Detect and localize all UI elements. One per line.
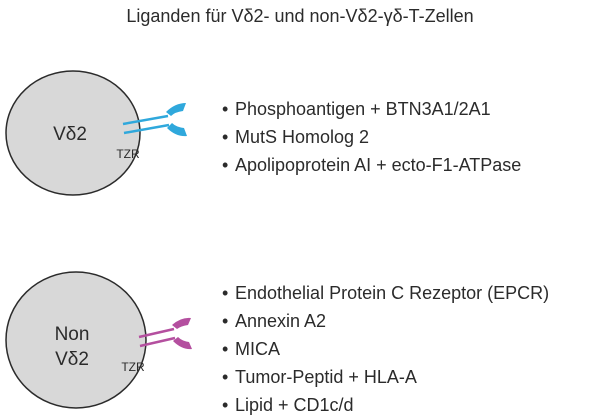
list-item: •MICA xyxy=(222,339,280,359)
vd2-cell-body xyxy=(5,70,141,196)
ligand-label: Phosphoantigen + BTN3A1/2A1 xyxy=(235,99,491,119)
list-item: •MutS Homolog 2 xyxy=(222,127,370,147)
nonvd2-receptor-icon xyxy=(138,317,192,350)
ligand-label: Apolipoprotein AI + ecto-F1-ATPase xyxy=(235,155,522,175)
vd2-receptor-label: TZR xyxy=(116,147,140,161)
nonvd2-receptor-label: TZR xyxy=(121,360,145,374)
list-item: •Endothelial Protein C Rezeptor (EPCR) xyxy=(222,283,550,303)
nonvd2-cell-label-line2: Vδ2 xyxy=(55,349,89,370)
ligand-label: MutS Homolog 2 xyxy=(235,127,370,147)
nonvd2-cell: Non Vδ2 TZR xyxy=(5,271,147,409)
ligand-label: Lipid + CD1c/d xyxy=(235,395,354,415)
vd2-receptor-icon xyxy=(122,103,187,137)
list-item: •Phosphoantigen + BTN3A1/2A1 xyxy=(222,99,491,119)
nonvd2-ligand-list: •Endothelial Protein C Rezeptor (EPCR) •… xyxy=(222,279,549,419)
ligand-label: Endothelial Protein C Rezeptor (EPCR) xyxy=(235,283,550,303)
nonvd2-cell-body xyxy=(5,271,147,409)
ligand-label: MICA xyxy=(235,339,280,359)
vd2-cell: Vδ2 TZR xyxy=(5,70,141,196)
list-item: •Tumor-Peptid + HLA-A xyxy=(222,367,417,387)
ligand-label: Tumor-Peptid + HLA-A xyxy=(235,367,417,387)
diagram-title: Liganden für Vδ2- und non-Vδ2-γδ-T-Zelle… xyxy=(126,6,474,26)
vd2-cell-label: Vδ2 xyxy=(53,124,87,145)
vd2-ligand-list: •Phosphoantigen + BTN3A1/2A1 •MutS Homol… xyxy=(222,95,521,179)
list-item: •Annexin A2 xyxy=(222,311,327,331)
ligand-label: Annexin A2 xyxy=(235,311,327,331)
list-item: •Apolipoprotein AI + ecto-F1-ATPase xyxy=(222,155,522,175)
list-item: •Lipid + CD1c/d xyxy=(222,395,354,415)
nonvd2-cell-label-line1: Non xyxy=(55,324,90,345)
